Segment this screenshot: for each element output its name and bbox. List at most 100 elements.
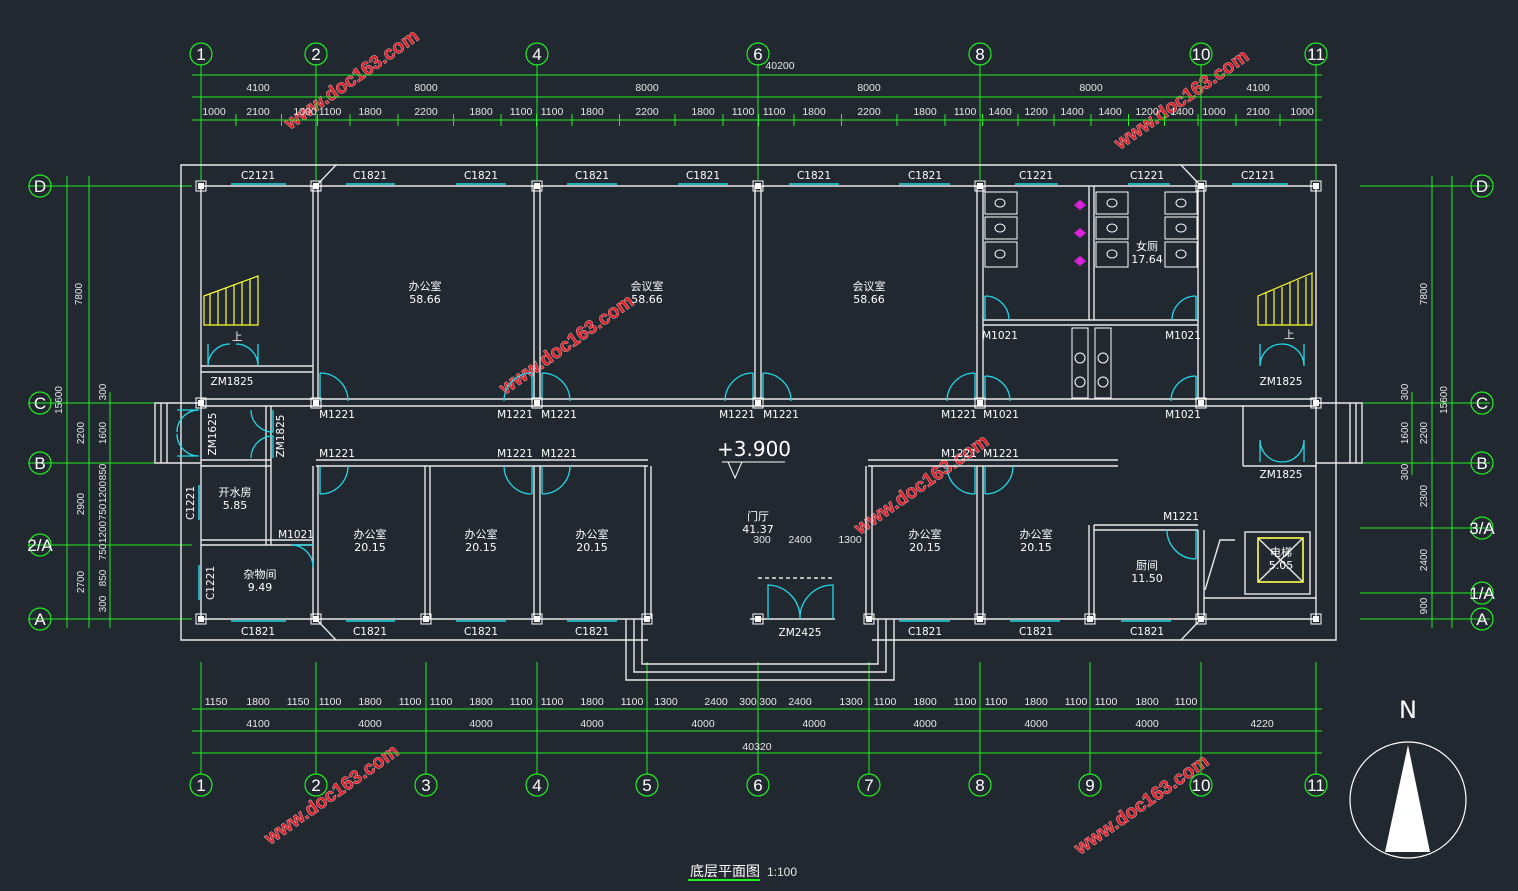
door-symbols — [176, 295, 1305, 620]
axis-bubble-left-C — [28, 391, 52, 415]
axis-bubble-top-10 — [1189, 42, 1213, 66]
room-area: 58.66 — [631, 293, 663, 306]
axis-bubble-bottom-11-label: 11 — [1307, 776, 1325, 795]
column-core — [1198, 183, 1204, 189]
axis-bubble-right-1/A — [1470, 581, 1494, 605]
window-label-top: C1821 — [575, 170, 609, 182]
bottom-dim-r1: 1800 — [580, 696, 604, 708]
window-label-bottom: C1821 — [1130, 626, 1164, 638]
axis-bubble-left-A — [28, 607, 52, 631]
column-core — [644, 616, 650, 622]
stair-door-label: ZM1825 — [1260, 469, 1303, 481]
column-core — [755, 400, 761, 406]
axis-bubble-bottom-9-label: 9 — [1085, 776, 1094, 795]
column — [310, 397, 322, 409]
bottom-dim-r1: 1150 — [287, 696, 310, 708]
axis-bubble-bottom-4-label: 4 — [532, 776, 541, 795]
column — [1195, 397, 1207, 409]
door-label-south: M1221 — [983, 448, 1019, 460]
axis-bubble-bottom-6 — [746, 773, 770, 797]
top-dim-r2: 1100 — [541, 106, 564, 118]
right-dim-mid: 2200 — [1419, 421, 1430, 444]
bottom-dim-r2: 4000 — [469, 718, 493, 730]
watermark-text: www.doc163.com — [495, 291, 638, 400]
column-core — [534, 183, 540, 189]
left-dim-inner: 1200 — [98, 480, 109, 503]
door-label-corridor: M1021 — [983, 409, 1019, 421]
column-core — [755, 183, 761, 189]
axis-bubble-top-2-label: 2 — [311, 45, 320, 64]
axis-bubble-bottom-2-label: 2 — [311, 776, 320, 795]
right-dim-mid: 2400 — [1419, 548, 1430, 571]
axis-bubble-left-D-label: D — [34, 177, 46, 196]
axis-bubble-bottom-10 — [1189, 773, 1213, 797]
axis-bubble-top-1-label: 1 — [196, 45, 205, 64]
top-dim-r1: 4100 — [246, 82, 270, 94]
bottom-dim-r1: 1800 — [1024, 696, 1048, 708]
room-area: 11.50 — [1131, 572, 1163, 585]
window-label-top: C1221 — [1019, 170, 1053, 182]
axis-bubble-right-B — [1470, 451, 1494, 475]
door-label-corridor: M1221 — [763, 409, 799, 421]
lobby-dim: 1300 — [838, 534, 862, 546]
top-dim-r2: 1200 — [1024, 106, 1048, 118]
top-dim-r2: 1100 — [319, 106, 342, 118]
column — [531, 180, 543, 192]
axis-bubble-bottom-2 — [304, 773, 328, 797]
top-dim-r2: 1000 — [202, 106, 226, 118]
room-area: 41.37 — [742, 523, 774, 536]
column-core — [1198, 400, 1204, 406]
bottom-dim-r2: 4000 — [913, 718, 937, 730]
elevation-marker — [722, 461, 785, 480]
room-name: 办公室 — [1020, 527, 1053, 541]
axis-bubble-bottom-11 — [1304, 773, 1328, 797]
column — [1310, 397, 1322, 409]
room-name: 办公室 — [909, 527, 942, 541]
window-label-top: C1821 — [908, 170, 942, 182]
column-core — [977, 183, 983, 189]
axis-bubble-bottom-8-label: 8 — [975, 776, 984, 795]
room-name: 会议室 — [853, 279, 886, 293]
axis-bubble-left-2/A — [28, 533, 52, 557]
top-dim-r1: 8000 — [1079, 82, 1103, 94]
elevator-shaft — [1257, 537, 1304, 583]
door-label-south: M1021 — [278, 529, 314, 541]
stair-up-right: 上 — [1284, 329, 1295, 341]
top-dim-r2: 1800 — [469, 106, 493, 118]
left-dim-mid: 2900 — [76, 492, 87, 515]
room-name: 开水房 — [219, 486, 252, 499]
bottom-dim-r2: 4000 — [1135, 718, 1159, 730]
axis-bubble-right-C — [1470, 391, 1494, 415]
window-label-top: C1821 — [686, 170, 720, 182]
column — [1195, 180, 1207, 192]
bottom-dim-r1: 1800 — [1135, 696, 1159, 708]
toilet-fixtures — [984, 191, 1198, 399]
window-label-top: C1221 — [1130, 170, 1164, 182]
walls — [154, 164, 1363, 681]
column — [195, 180, 207, 192]
axis-bubble-top-8-label: 8 — [975, 45, 984, 64]
door-label-corridor: M1221 — [719, 409, 755, 421]
axis-bubble-top-4 — [525, 42, 549, 66]
bottom-dim-r1: 1100 — [874, 696, 897, 708]
bottom-dim-r1: 1100 — [541, 696, 564, 708]
door-label-south: M1221 — [497, 448, 533, 460]
axis-bubble-right-D-label: D — [1476, 177, 1488, 196]
column-core — [977, 616, 983, 622]
axis-bubble-bottom-5-label: 5 — [642, 776, 651, 795]
window-symbols — [198, 183, 1288, 622]
watermark-text: www.doc163.com — [280, 26, 423, 135]
top-dim-r2: 1400 — [1098, 106, 1122, 118]
bottom-dim-r2: 4000 — [358, 718, 382, 730]
watermark-text: www.doc163.com — [1070, 751, 1213, 860]
top-dim-r2: 2100 — [1246, 106, 1270, 118]
axis-bubble-right-3/A — [1470, 516, 1494, 540]
right-dim-mid: 2300 — [1419, 484, 1430, 507]
stair-door-label: ZM1825 — [211, 376, 254, 388]
lobby-dim: 2400 — [788, 534, 812, 546]
top-dim-r2: 1400 — [1170, 106, 1194, 118]
bottom-dim-r2: 4000 — [1024, 718, 1048, 730]
column-core — [313, 616, 319, 622]
top-dim-r2: 2200 — [414, 106, 438, 118]
